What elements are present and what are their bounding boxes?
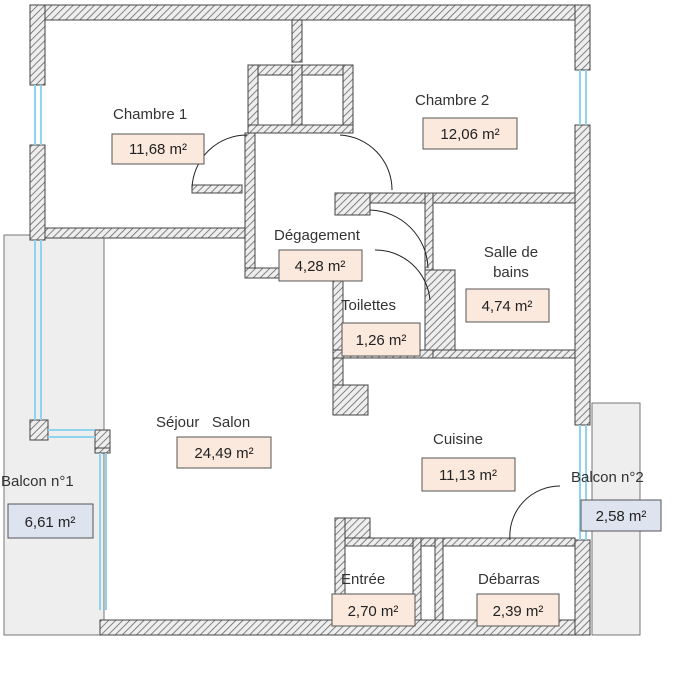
room-area-cuisine: 11,13 m² xyxy=(439,467,497,484)
area-box-chambre2 xyxy=(422,117,518,150)
area-box-cuisine xyxy=(421,457,516,492)
room-area-entree: 2,70 m² xyxy=(348,603,399,620)
area-box-balcon2 xyxy=(580,499,662,532)
room-area-chambre1: 11,68 m² xyxy=(129,141,187,158)
room-name-chambre1: Chambre 1 xyxy=(113,106,187,123)
area-box-sdb xyxy=(465,288,550,323)
area-box-entree xyxy=(331,593,416,627)
area-box-degagement xyxy=(278,249,363,282)
room-area-chambre2: 12,06 m² xyxy=(440,126,499,143)
area-box-debarras xyxy=(476,593,560,627)
balcony-1-floor xyxy=(3,234,105,636)
room-name-sdb-line2: bains xyxy=(493,264,529,281)
area-box-sejour xyxy=(176,436,272,469)
room-area-debarras: 2,39 m² xyxy=(493,603,544,620)
room-name-debarras: Débarras xyxy=(478,571,540,588)
room-area-degagement: 4,28 m² xyxy=(295,258,346,275)
room-name-sejour: Séjour Salon xyxy=(156,414,250,431)
room-name-balcon1: Balcon n°1 xyxy=(1,473,74,490)
room-name-chambre2: Chambre 2 xyxy=(415,92,489,109)
windows xyxy=(34,70,587,610)
room-area-balcon2: 2,58 m² xyxy=(596,508,647,525)
area-box-toilettes xyxy=(341,322,421,357)
area-box-chambre1 xyxy=(111,133,205,165)
room-area-balcon1: 6,61 m² xyxy=(25,514,76,531)
area-box-balcon1 xyxy=(7,503,94,539)
room-name-sdb-line1: Salle de xyxy=(484,244,538,261)
room-area-sdb: 4,74 m² xyxy=(482,298,533,315)
door-swings xyxy=(191,134,561,541)
room-name-balcon2: Balcon n°2 xyxy=(571,469,644,486)
room-area-toilettes: 1,26 m² xyxy=(356,332,407,349)
room-area-sejour: 24,49 m² xyxy=(194,445,253,462)
room-name-toilettes: Toilettes xyxy=(341,297,396,314)
room-name-degagement: Dégagement xyxy=(274,227,361,244)
room-name-cuisine: Cuisine xyxy=(433,431,483,448)
room-name-entree: Entrée xyxy=(341,571,385,588)
